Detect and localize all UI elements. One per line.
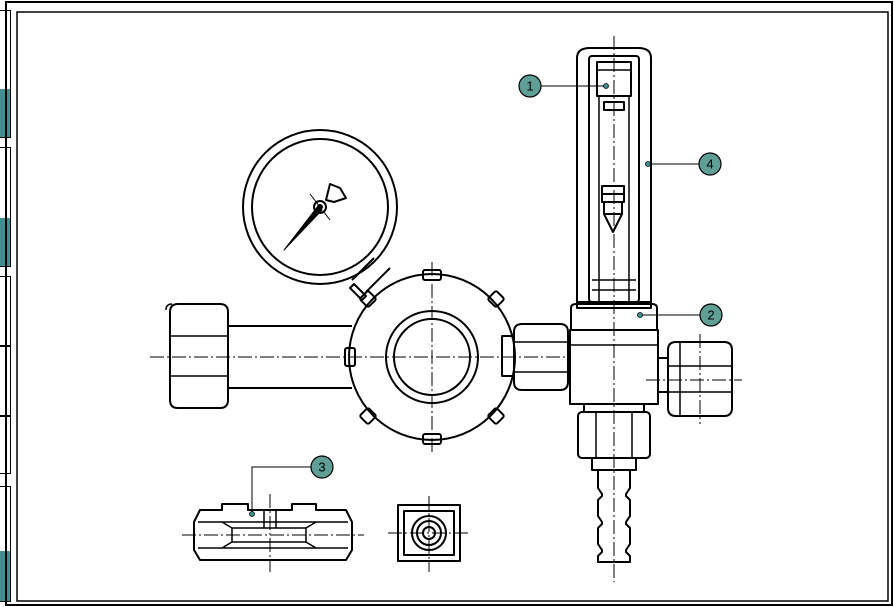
inner-frame xyxy=(16,11,889,602)
callout-1: 1 xyxy=(518,74,609,98)
callout-4-label: 4 xyxy=(706,157,713,172)
gauge-needle xyxy=(283,183,347,251)
callout-2: 2 xyxy=(637,303,723,327)
outer-frame xyxy=(5,1,893,606)
adjustment-knob[interactable] xyxy=(657,341,733,417)
callout-4: 4 xyxy=(645,152,722,176)
callout-3: 3 xyxy=(249,455,334,517)
flowmeter-float xyxy=(601,185,625,233)
inlet-nut[interactable] xyxy=(165,303,229,409)
callout-2-label: 2 xyxy=(707,308,714,323)
callout-3-label: 3 xyxy=(318,460,325,475)
centre-lines xyxy=(150,36,742,582)
inlet-pipe xyxy=(228,325,352,389)
callout-1-label: 1 xyxy=(526,79,533,94)
flowmeter-collar xyxy=(570,301,658,331)
fitting-side-view xyxy=(193,503,353,561)
pressure-gauge xyxy=(242,129,398,301)
